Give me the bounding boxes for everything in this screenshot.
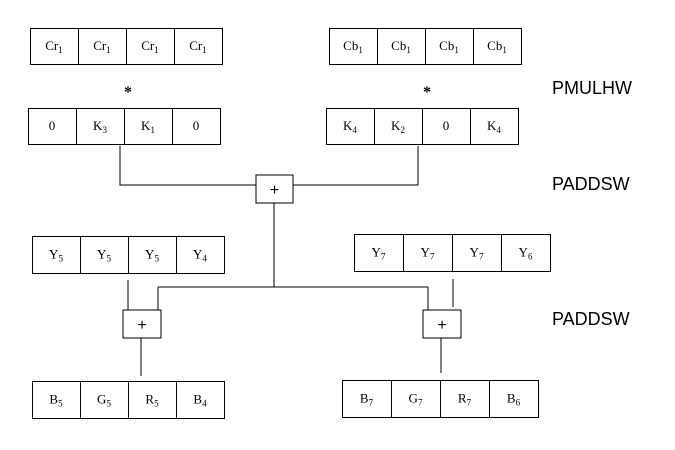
register-cell (470, 108, 519, 145)
register-y-left: Y5 Y5 Y5 Y4 (32, 236, 225, 274)
register-cell-label: Y5 (145, 247, 159, 264)
register-cell (326, 108, 375, 145)
register-cell (425, 28, 474, 65)
register-cell-label: Y4 (193, 247, 207, 264)
register-cell-label: Y7 (372, 245, 386, 262)
multiply-operator-right: * (423, 84, 431, 101)
register-cell-label: B6 (507, 391, 521, 408)
register-cell (80, 381, 129, 419)
register-cb: Cb1 Cb1 Cb1 Cb1 (329, 28, 522, 65)
register-cell-label: R7 (458, 391, 472, 408)
register-cell-label: Y6 (519, 245, 533, 262)
register-cell-label: Cb1 (343, 38, 363, 55)
register-cell (422, 108, 471, 145)
plus-icon-right: + (437, 317, 446, 334)
register-cell-label: G7 (409, 391, 423, 408)
register-cell-label: Cr1 (45, 38, 63, 55)
register-cell (172, 108, 221, 145)
register-cr: Cr1 Cr1 Cr1 Cr1 (30, 28, 223, 65)
register-cell (489, 380, 539, 418)
register-cell-label: Y7 (421, 245, 435, 262)
register-cell (501, 234, 551, 272)
register-cell (342, 380, 392, 418)
register-cell (124, 108, 173, 145)
register-cell (30, 28, 79, 65)
multiply-operator-left: * (124, 84, 132, 101)
register-cell-label: K2 (391, 118, 405, 135)
register-cell (403, 234, 453, 272)
register-cell-label: Cb1 (439, 38, 459, 55)
register-cell (176, 381, 225, 419)
register-cell-label: 0 (49, 118, 56, 133)
register-rgb-right: B7 G7 R7 B6 (342, 380, 539, 418)
register-cell-label: B5 (49, 392, 63, 409)
register-k-right: K4 K2 0 K4 (326, 108, 519, 145)
adder-right (422, 309, 462, 339)
register-cell (473, 28, 522, 65)
register-cell (176, 236, 225, 274)
register-cell-label: Cr1 (93, 38, 111, 55)
register-cell-label: R5 (145, 392, 159, 409)
register-cell-label: Y5 (49, 247, 63, 264)
register-cell (440, 380, 490, 418)
register-cell-label: B4 (193, 392, 207, 409)
register-cell-label: K4 (343, 118, 357, 135)
register-cell-label: 0 (193, 118, 200, 133)
register-cell-label: 0 (443, 118, 450, 133)
register-cell (126, 28, 175, 65)
register-y-right: Y7 Y7 Y7 Y6 (354, 234, 551, 272)
register-cell-label: Cb1 (391, 38, 411, 55)
register-cell-label: B7 (360, 391, 374, 408)
adder-left (122, 309, 162, 339)
register-cell-label: G5 (97, 392, 111, 409)
register-cell (374, 108, 423, 145)
plus-icon-left: + (137, 317, 146, 334)
register-cell-label: Cb1 (487, 38, 507, 55)
register-cell-label: Cr1 (141, 38, 159, 55)
register-cell (28, 108, 77, 145)
instruction-label-paddsw-2: PADDSW (552, 309, 630, 329)
register-cell-label: K3 (93, 118, 107, 135)
wire-k-right-to-adder (293, 146, 419, 186)
register-cell (452, 234, 502, 272)
register-cell (76, 108, 125, 145)
instruction-label-pmulhw: PMULHW (552, 78, 632, 98)
register-cell (354, 234, 404, 272)
register-cell (32, 236, 81, 274)
register-rgb-left: B5 G5 R5 B4 (32, 381, 225, 419)
register-cell (174, 28, 223, 65)
register-cell (78, 28, 127, 65)
register-cell-label: Cr1 (189, 38, 207, 55)
register-cell-label: K1 (141, 118, 155, 135)
register-cell-label: Y7 (470, 245, 484, 262)
register-cell-label: Y5 (97, 247, 111, 264)
register-cell-label: K4 (487, 118, 501, 135)
wire-k-left-to-adder (119, 146, 256, 186)
instruction-label-paddsw-1: PADDSW (552, 174, 630, 194)
register-cell (377, 28, 426, 65)
register-cell (128, 236, 177, 274)
register-cell (391, 380, 441, 418)
register-cell (32, 381, 81, 419)
register-k-left: 0 K3 K1 0 (28, 108, 221, 145)
register-cell (80, 236, 129, 274)
plus-icon-center: + (270, 182, 279, 199)
